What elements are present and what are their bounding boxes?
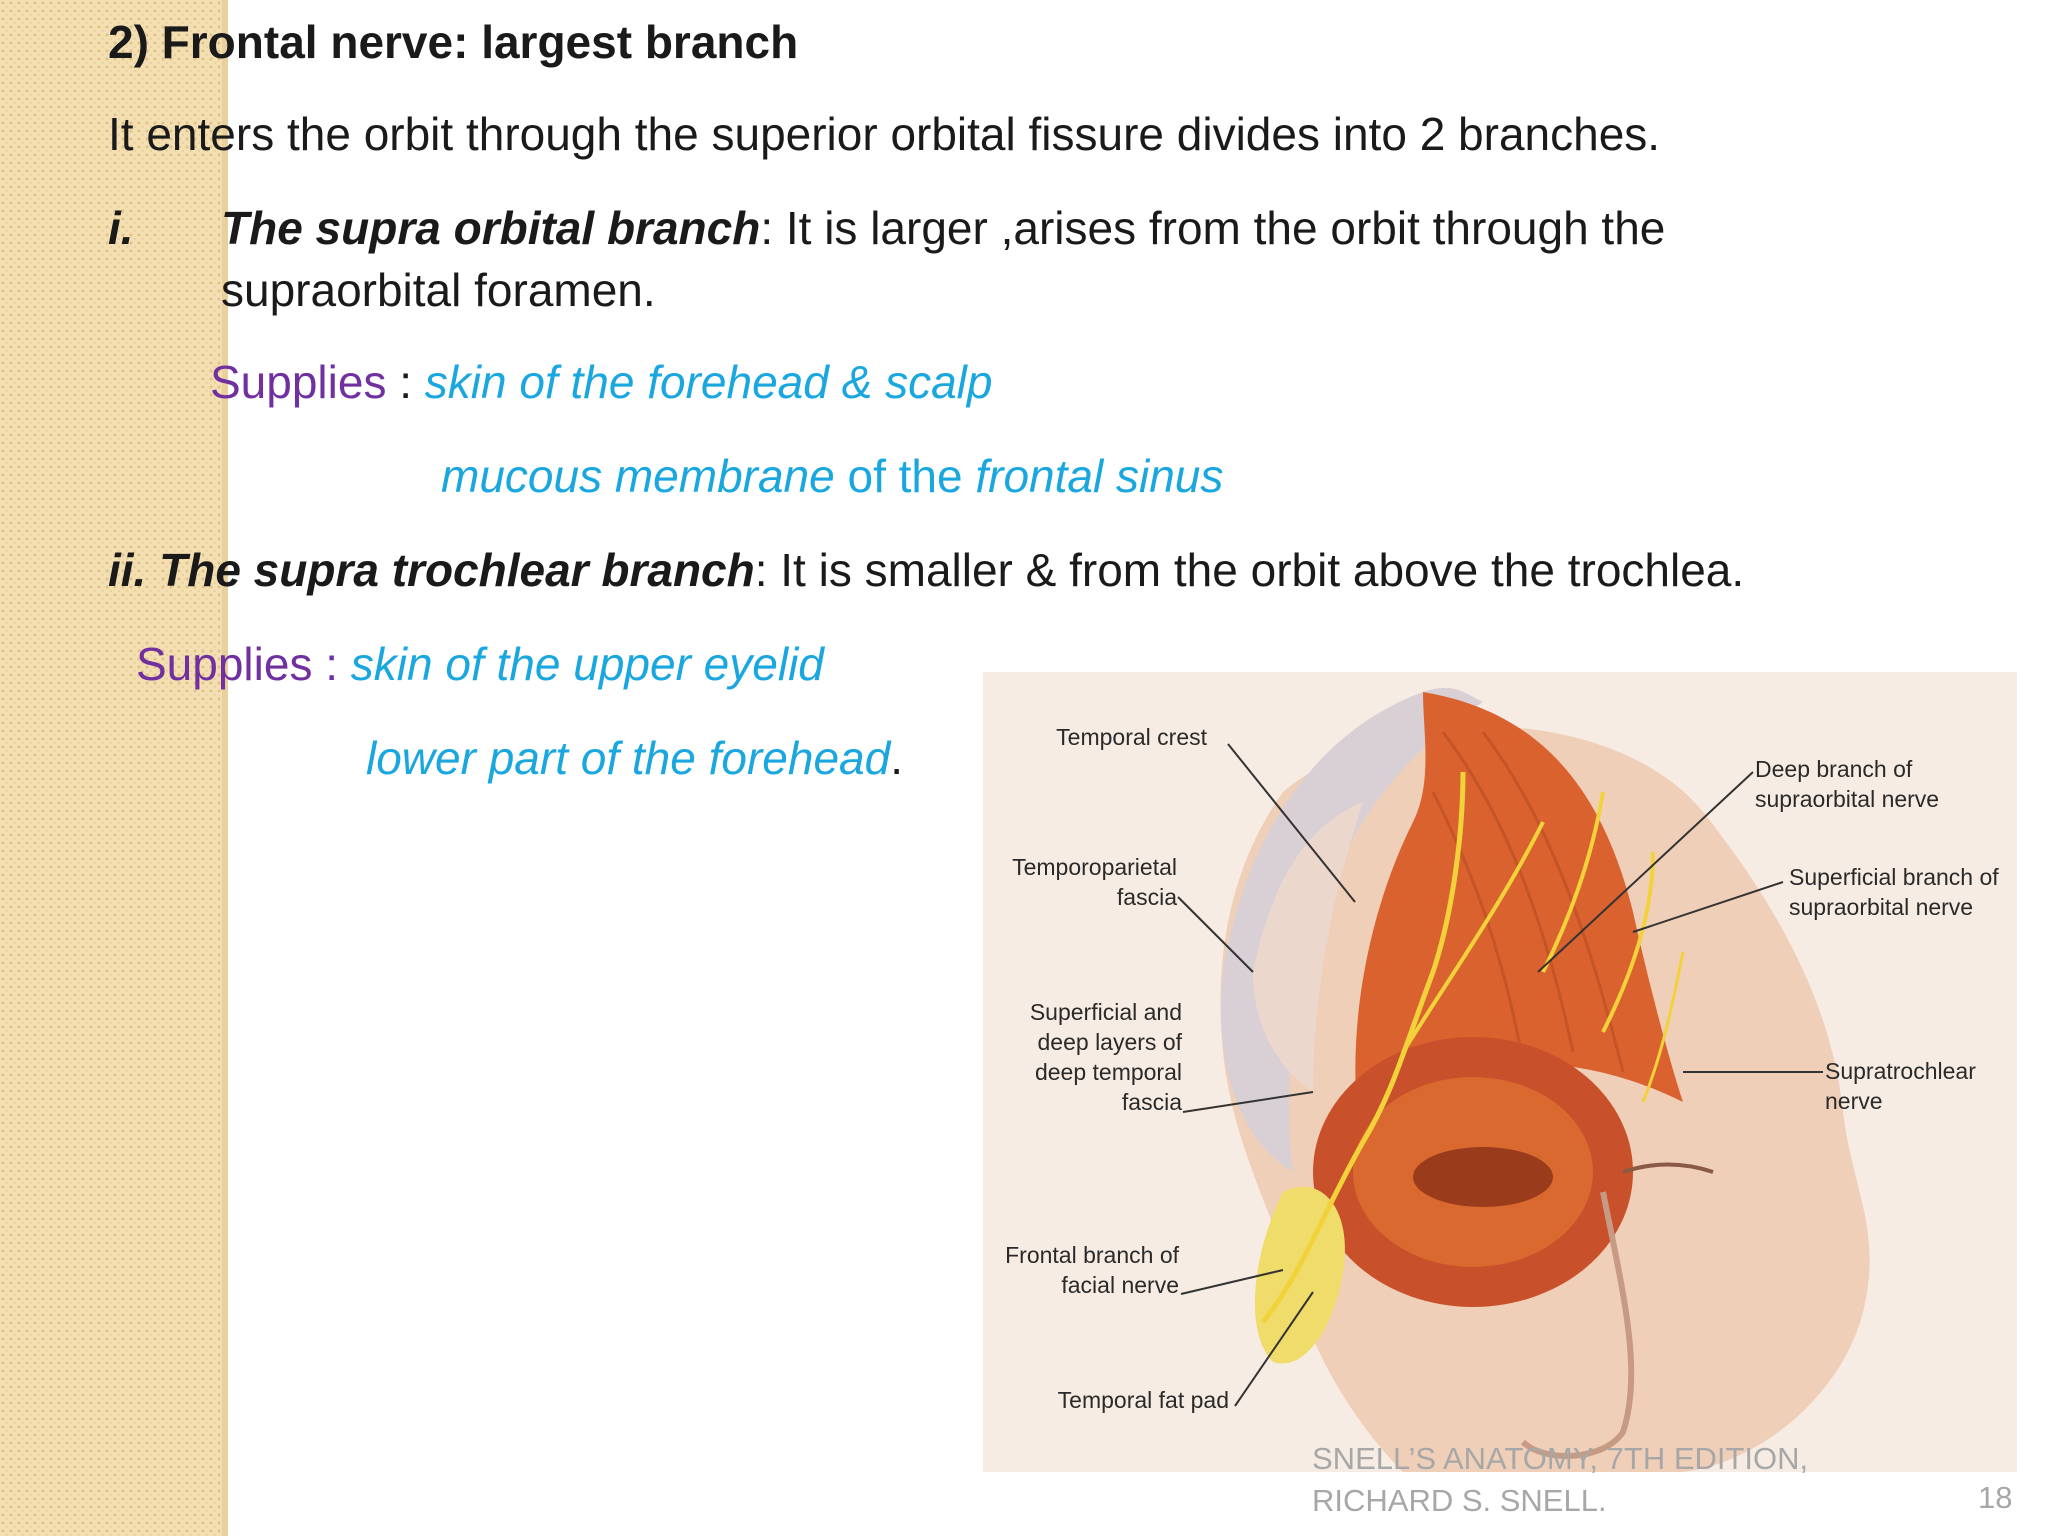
- branch2-desc: : It is smaller & from the orbit above t…: [754, 544, 1745, 596]
- branch1-supply2-b: of the: [834, 450, 976, 502]
- page-number: 18: [1978, 1480, 2013, 1515]
- intro-text: It enters the orbit through the superior…: [108, 108, 1661, 160]
- branch1-line1: The supra orbital branch: It is larger ,…: [221, 202, 1665, 255]
- slide-heading: 2) Frontal nerve: largest branch: [108, 16, 799, 68]
- head-illustration: [1177, 687, 1870, 1472]
- branch2-supplies-label: Supplies :: [136, 638, 351, 690]
- label-frontal-branch-2: facial nerve: [1061, 1272, 1179, 1298]
- branch1-supply2-a: mucous membrane: [441, 450, 835, 502]
- label-superficial-2: deep layers of: [1037, 1029, 1182, 1055]
- label-frontal-branch: Frontal branch of facial nerve: [1005, 1240, 1179, 1300]
- label-temporal-fat-pad: Temporal fat pad: [1057, 1387, 1229, 1413]
- branch1-supplies-line2: mucous membrane of the frontal sinus: [441, 450, 1223, 503]
- label-superficial-branch: Superficial branch of supraorbital nerve: [1789, 862, 1999, 922]
- branch1-supplies-line1: Supplies : skin of the forehead & scalp: [210, 356, 992, 409]
- branch2-period: .: [890, 732, 903, 784]
- branch2-supplies-line2: lower part of the forehead.: [366, 732, 903, 785]
- label-temporoparietal-1: Temporoparietal: [1012, 854, 1177, 880]
- branch2-supply2: lower part of the forehead: [366, 732, 891, 784]
- branch1-desc1: : It is larger ,arises from the orbit th…: [760, 202, 1666, 254]
- figure-citation: SNELL’S ANATOMY, 7TH EDITION, RICHARD S.…: [1312, 1438, 1808, 1522]
- branch1-supply2-c: frontal sinus: [975, 450, 1224, 502]
- anatomy-figure: Temporal crest Temporoparietal fascia Su…: [983, 672, 2017, 1472]
- label-superficial-1: Superficial and: [1029, 999, 1182, 1025]
- branch1-line2: supraorbital foramen.: [221, 264, 656, 316]
- label-superficial-branch-2: supraorbital nerve: [1789, 894, 1974, 920]
- label-temporoparietal-2: fascia: [1116, 884, 1177, 910]
- decorative-side-strip: [0, 0, 228, 1536]
- branch1-name: The supra orbital branch: [221, 202, 761, 254]
- label-deep-branch-2: supraorbital nerve: [1755, 786, 1940, 812]
- label-supratrochlear-2: nerve: [1825, 1088, 1883, 1114]
- branch1-colon: :: [386, 356, 425, 408]
- label-supratrochlear-1: Supratrochlear: [1825, 1058, 1976, 1084]
- label-deep-branch-1: Deep branch of: [1755, 756, 1913, 782]
- label-frontal-branch-1: Frontal branch of: [1005, 1242, 1179, 1268]
- side-strip-edge: [222, 0, 228, 1536]
- branch1-supply1: skin of the forehead & scalp: [424, 356, 993, 408]
- label-supratrochlear: Supratrochlear nerve: [1825, 1056, 1976, 1116]
- citation-line1: SNELL’S ANATOMY, 7TH EDITION,: [1312, 1441, 1809, 1476]
- citation-line2: RICHARD S. SNELL.: [1312, 1483, 1607, 1518]
- branch1-supplies-label: Supplies: [210, 356, 387, 408]
- label-superficial-4: fascia: [1121, 1089, 1182, 1115]
- branch2-supplies-line1: Supplies : skin of the upper eyelid: [136, 638, 824, 691]
- branch1-marker: i.: [108, 202, 134, 254]
- label-superficial-3: deep temporal: [1034, 1059, 1182, 1085]
- label-deep-branch: Deep branch of supraorbital nerve: [1755, 754, 1939, 814]
- branch2-name: ii. The supra trochlear branch: [108, 544, 755, 596]
- label-superficial-branch-1: Superficial branch of: [1789, 864, 1999, 890]
- label-temporoparietal: Temporoparietal fascia: [1012, 852, 1177, 912]
- label-superficial-deep: Superficial and deep layers of deep temp…: [1030, 997, 1182, 1117]
- branch2-supply1: skin of the upper eyelid: [350, 638, 824, 690]
- branch2-line: ii. The supra trochlear branch: It is sm…: [108, 544, 1744, 597]
- label-temporal-crest: Temporal crest: [1056, 724, 1207, 750]
